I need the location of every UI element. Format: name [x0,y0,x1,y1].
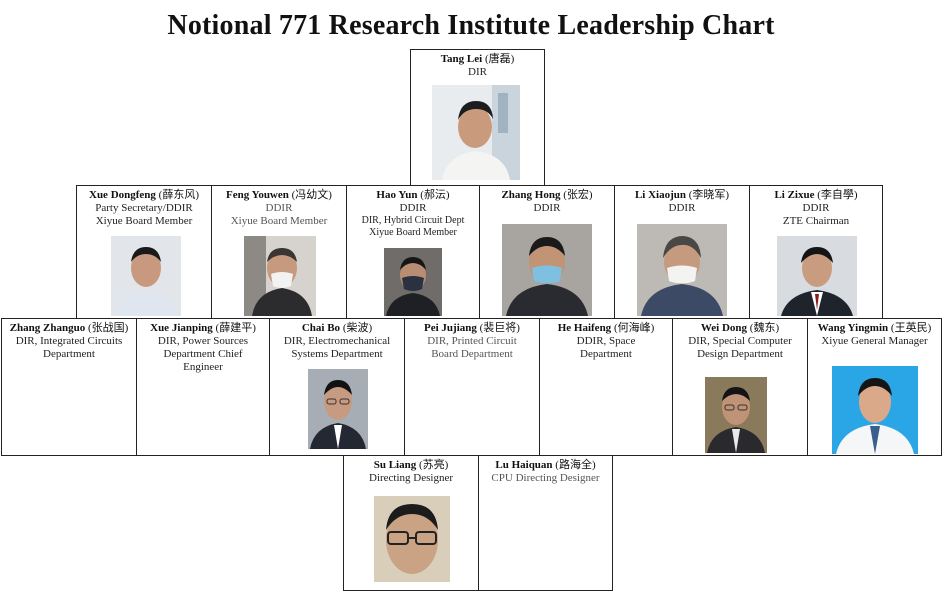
role-he-haifeng-2: Department [580,348,632,360]
role-chai-bo-1: DIR, Electromechanical [283,335,391,347]
role-zhang-zhanguo-1: DIR, Integrated Circuits [15,335,123,347]
card-li-xiaojun: Li Xiaojun (李晓军) DDIR [614,185,750,319]
photo-wei-dong [705,377,767,453]
photo-feng-youwen [244,236,316,316]
role-wei-dong-1: DIR, Special Computer [688,335,792,347]
chart-title: Notional 771 Research Institute Leadersh… [167,10,775,41]
role-su-liang-1: Directing Designer [369,472,453,484]
role-xue-dongfeng-2: Xiyue Board Member [95,215,193,227]
photo-wang-yingmin [832,366,918,454]
name-pei-jujiang: Pei Jujiang (裴巨将) [424,322,520,334]
name-su-liang: Su Liang (苏亮) [373,459,449,471]
photo-xue-dongfeng [111,236,181,316]
name-li-xiaojun: Li Xiaojun (李晓军) [634,189,730,201]
role-feng-youwen-1: DDIR [265,202,293,214]
role-chai-bo-2: Systems Department [291,348,383,360]
name-feng-youwen: Feng Youwen (冯幼文) [226,189,332,201]
photo-su-liang [374,496,450,582]
photo-tang-lei [432,85,520,180]
role-he-haifeng-1: DDIR, Space [576,335,636,347]
role-hao-yun-2: DIR, Hybrid Circuit Dept [361,215,465,226]
role-xue-jianping-1: DIR, Power Sources [157,335,249,347]
name-wang-yingmin: Wang Yingmin (王英民) [817,322,932,334]
card-lu-haiquan: Lu Haiquan (路海全) CPU Directing Designer [478,455,613,591]
name-tang-lei: Tang Lei (唐磊) [440,53,515,65]
card-tang-lei: Tang Lei (唐磊) DIR [410,49,545,186]
name-lu-haiquan: Lu Haiquan (路海全) [495,459,596,471]
card-pei-jujiang: Pei Jujiang (裴巨将) DIR, Printed Circuit B… [404,318,540,456]
card-he-haifeng: He Haifeng (何海峰) DDIR, Space Department [539,318,673,456]
role-tang-lei: DIR [468,66,487,78]
role-xue-dongfeng-1: Party Secretary/DDIR [95,202,193,214]
photo-li-zixue [777,236,857,316]
photo-chai-bo [308,369,368,449]
card-xue-jianping: Xue Jianping (薛建平) DIR, Power Sources De… [136,318,270,456]
role-hao-yun-1: DDIR [399,202,427,214]
name-hao-yun: Hao Yun (郝沄) [376,189,450,201]
role-zhang-hong-1: DDIR [533,202,561,214]
role-hao-yun-3: Xiyue Board Member [369,227,457,238]
photo-hao-yun [384,248,442,316]
name-li-zixue: Li Zixue (李自學) [774,189,858,201]
role-li-zixue-2: ZTE Chairman [782,215,850,227]
card-zhang-hong: Zhang Hong (张宏) DDIR [479,185,615,319]
role-wei-dong-2: Design Department [697,348,783,360]
name-xue-dongfeng: Xue Dongfeng (薛东风) [89,189,199,201]
card-xue-dongfeng: Xue Dongfeng (薛东风) Party Secretary/DDIR … [76,185,212,319]
card-chai-bo: Chai Bo (柴波) DIR, Electromechanical Syst… [269,318,405,456]
role-feng-youwen-2: Xiyue Board Member [230,215,328,227]
name-zhang-hong: Zhang Hong (张宏) [501,189,593,201]
photo-li-xiaojun [637,224,727,316]
name-xue-jianping: Xue Jianping (薛建平) [150,322,256,334]
card-wei-dong: Wei Dong (魏东) DIR, Special Computer Desi… [672,318,808,456]
role-li-zixue-1: DDIR [802,202,830,214]
role-li-xiaojun-1: DDIR [668,202,696,214]
card-hao-yun: Hao Yun (郝沄) DDIR DIR, Hybrid Circuit De… [346,185,480,319]
role-xue-jianping-2: Department Chief [163,348,243,360]
role-wang-yingmin-1: Xiyue General Manager [821,335,928,347]
card-feng-youwen: Feng Youwen (冯幼文) DDIR Xiyue Board Membe… [211,185,347,319]
role-xue-jianping-3: Engineer [183,361,223,373]
role-pei-jujiang-2: Board Department [431,348,513,360]
card-li-zixue: Li Zixue (李自學) DDIR ZTE Chairman [749,185,883,319]
card-zhang-zhanguo: Zhang Zhanguo (张战国) DIR, Integrated Circ… [1,318,137,456]
photo-zhang-hong [502,224,592,316]
name-he-haifeng: He Haifeng (何海峰) [557,322,655,334]
role-zhang-zhanguo-2: Department [43,348,95,360]
name-chai-bo: Chai Bo (柴波) [301,322,373,334]
role-pei-jujiang-1: DIR, Printed Circuit [427,335,517,347]
name-wei-dong: Wei Dong (魏东) [700,322,780,334]
role-lu-haiquan-1: CPU Directing Designer [491,472,600,484]
card-wang-yingmin: Wang Yingmin (王英民) Xiyue General Manager [807,318,942,456]
card-su-liang: Su Liang (苏亮) Directing Designer [343,455,479,591]
name-zhang-zhanguo: Zhang Zhanguo (张战国) [9,322,129,334]
